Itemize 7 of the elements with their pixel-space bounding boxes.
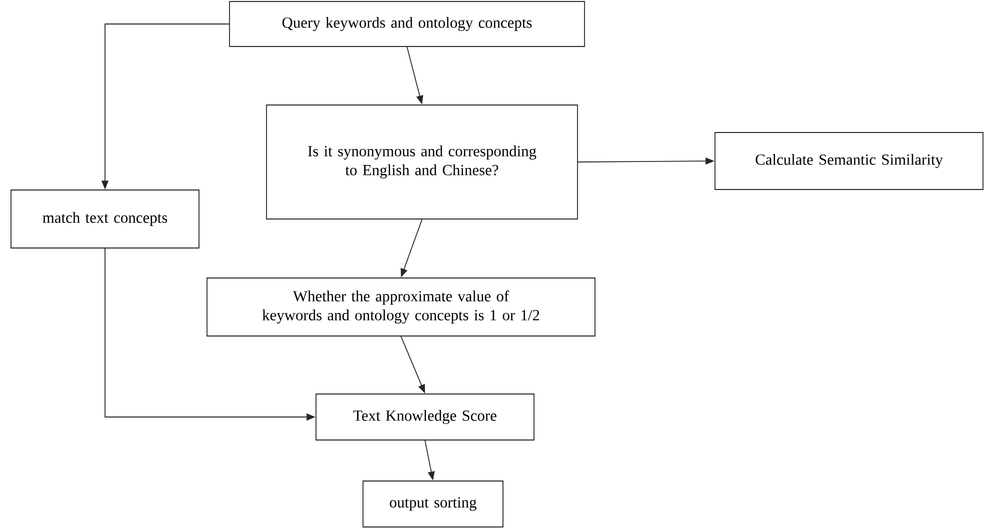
process-box: Calculate Semantic Similarity <box>714 132 984 190</box>
process-box: Is it synonymous and corresponding to English and Chinese? <box>266 104 578 220</box>
process-box: Text Knowledge Score <box>316 394 534 440</box>
process-box: Query keywords and ontology concepts <box>229 1 585 47</box>
process-box: match text concepts <box>10 190 200 248</box>
process-box: Whether the approximate value of keywords and ontology concepts is 1 or 1/2 <box>206 278 596 336</box>
process-box: output sorting <box>362 480 504 528</box>
